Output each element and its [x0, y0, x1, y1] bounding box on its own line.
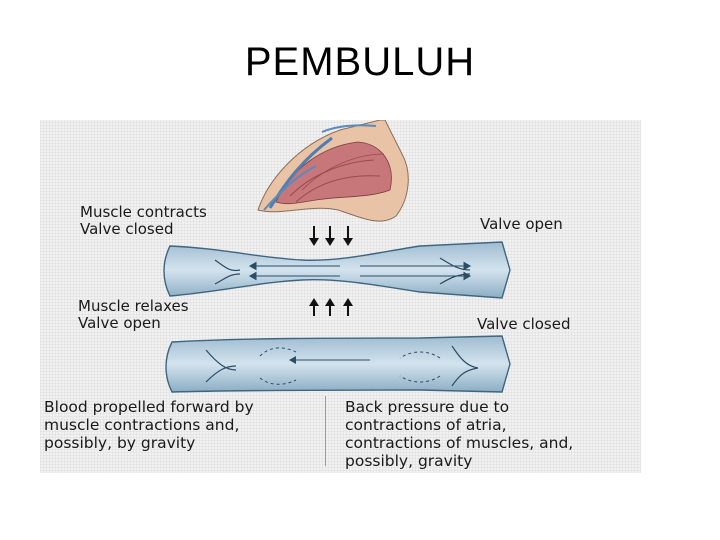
arm-illustration	[257, 120, 409, 222]
slide-title: PEMBULUH	[244, 40, 476, 84]
release-arrows-icon	[309, 298, 353, 316]
label-valve-open-top: Valve open	[480, 215, 563, 233]
label-muscle-contracts: Muscle contracts Valve closed	[80, 204, 207, 238]
label-line: Muscle contracts	[80, 203, 207, 221]
caption-forward-flow: Blood propelled forward by muscle contra…	[44, 398, 254, 452]
caption-divider	[325, 396, 326, 466]
vein-valve-illustration	[163, 120, 511, 393]
label-line: Valve open	[78, 314, 161, 332]
label-line: Muscle relaxes	[78, 297, 189, 315]
caption-line: possibly, by gravity	[44, 434, 196, 452]
caption-line: contractions of muscles, and,	[345, 434, 574, 452]
vein-relaxed	[165, 335, 511, 393]
vein-valve-figure: Muscle contracts Valve closed Valve open…	[40, 120, 641, 473]
caption-line: contractions of atria,	[345, 416, 507, 434]
vein-compressed	[163, 241, 511, 299]
label-valve-closed: Valve closed	[477, 315, 571, 333]
caption-line: Back pressure due to	[345, 398, 510, 416]
compression-arrows-icon	[309, 226, 353, 246]
caption-line: Blood propelled forward by	[44, 398, 254, 416]
caption-back-pressure: Back pressure due to contractions of atr…	[345, 398, 573, 470]
caption-line: muscle contractions and,	[44, 416, 240, 434]
label-line: Valve closed	[80, 220, 174, 238]
label-muscle-relaxes: Muscle relaxes Valve open	[78, 298, 189, 332]
caption-line: possibly, gravity	[345, 452, 473, 470]
